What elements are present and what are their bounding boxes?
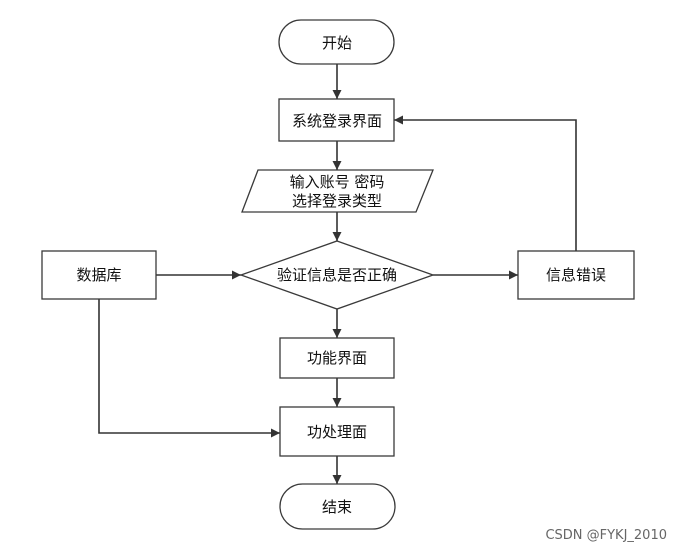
- watermark: CSDN @FYKJ_2010: [545, 528, 667, 543]
- node-input-line2: 选择登录类型: [292, 192, 382, 210]
- edge-database-to-process: [98, 299, 280, 438]
- node-start-label: 开始: [322, 34, 352, 52]
- node-database-label: 数据库: [76, 266, 121, 284]
- node-verify: 验证信息是否正确: [239, 240, 435, 310]
- node-input: 输入账号 密码 选择登录类型: [241, 169, 434, 213]
- node-input-line1: 输入账号 密码: [290, 173, 385, 191]
- node-end: 结束: [279, 483, 396, 530]
- node-function: 功能界面: [279, 337, 395, 379]
- node-end-label: 结束: [322, 498, 352, 516]
- node-login-label: 系统登录界面: [292, 112, 382, 130]
- node-function-label: 功能界面: [307, 349, 367, 367]
- edge-error-to-login: [394, 115, 577, 251]
- node-error: 信息错误: [517, 250, 635, 300]
- node-error-label: 信息错误: [546, 266, 606, 284]
- node-verify-label: 验证信息是否正确: [277, 266, 397, 284]
- node-start: 开始: [278, 19, 395, 65]
- node-process-label: 功处理面: [307, 423, 367, 441]
- node-database: 数据库: [41, 250, 157, 300]
- node-process: 功处理面: [279, 406, 395, 457]
- node-login: 系统登录界面: [278, 98, 395, 142]
